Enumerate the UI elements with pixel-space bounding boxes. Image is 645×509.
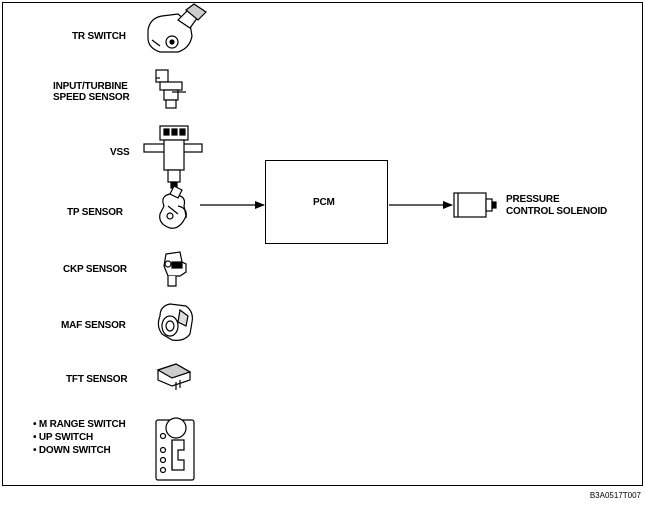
- up-switch-label: • UP SWITCH: [33, 432, 94, 443]
- tr-switch-label: TR SWITCH: [72, 31, 126, 42]
- input-turbine-sensor-icon: [155, 69, 186, 109]
- m-range-switch-icon: [155, 417, 195, 481]
- maf-sensor-label: MAF SENSOR: [61, 320, 126, 331]
- tft-sensor-icon: [156, 363, 192, 390]
- m-range-switch-label: • M RANGE SWITCH: [33, 419, 126, 430]
- down-switch-label: • DOWN SWITCH: [33, 445, 111, 456]
- ckp-sensor-label: CKP SENSOR: [63, 264, 127, 275]
- maf-sensor-icon: [157, 303, 193, 341]
- input-turbine-label-line2: SPEED SENSOR: [53, 92, 130, 103]
- ckp-sensor-icon: [163, 251, 187, 287]
- pressure-label-line1: PRESSURE: [506, 194, 560, 205]
- tr-switch-icon: [147, 3, 207, 53]
- pcm-box: [265, 160, 388, 244]
- figure-code: B3A0517T007: [589, 491, 641, 500]
- tft-sensor-label: TFT SENSOR: [66, 374, 128, 385]
- vss-label: VSS: [110, 147, 130, 158]
- tp-sensor-icon: [159, 185, 187, 229]
- pressure-control-solenoid-icon: [453, 192, 497, 218]
- vss-icon: [143, 125, 203, 189]
- pcm-label: PCM: [313, 197, 335, 208]
- diagram-frame: [2, 2, 643, 486]
- pressure-label-line2: CONTROL SOLENOID: [506, 206, 608, 217]
- input-turbine-label-line1: INPUT/TURBINE: [53, 81, 128, 92]
- tp-sensor-label: TP SENSOR: [67, 207, 123, 218]
